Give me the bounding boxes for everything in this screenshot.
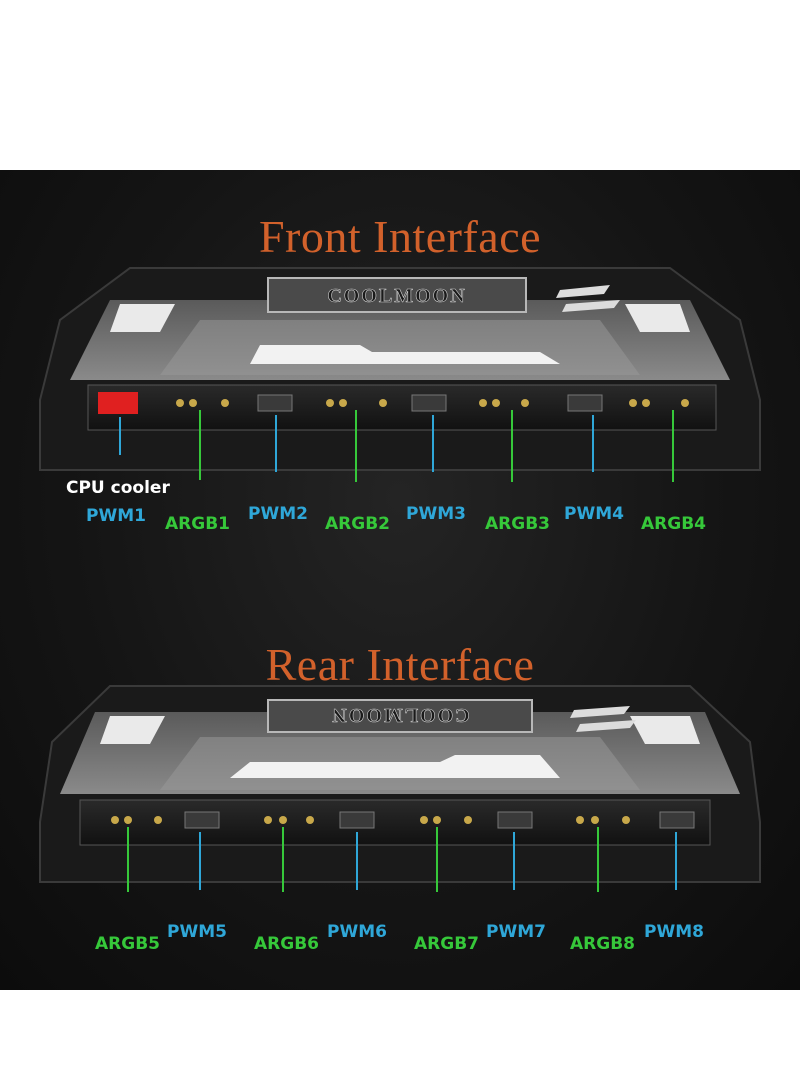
- argb4-label: ARGB4: [641, 514, 706, 534]
- pwm2-label: PWM2: [248, 504, 308, 524]
- front-interface-title: Front Interface: [258, 211, 542, 262]
- rear-brand-text: COOLMOON: [330, 704, 469, 726]
- argb1-label: ARGB1: [165, 514, 230, 534]
- front-brand-text: COOLMOON: [327, 285, 466, 307]
- pwm7-label: PWM7: [486, 922, 546, 942]
- pwm3-label: PWM3: [406, 504, 466, 524]
- argb7-label: ARGB7: [414, 934, 479, 954]
- argb6-label: ARGB6: [254, 934, 319, 954]
- rear-interface-title: Rear Interface: [265, 639, 535, 690]
- argb2-label: ARGB2: [325, 514, 390, 534]
- product-image-panel: Front Interface: [0, 170, 800, 990]
- argb3-label: ARGB3: [485, 514, 550, 534]
- argb8-label: ARGB8: [570, 934, 635, 954]
- pwm8-label: PWM8: [644, 922, 704, 942]
- pwm4-label: PWM4: [564, 504, 624, 524]
- argb5-label: ARGB5: [95, 934, 160, 954]
- pwm5-label: PWM5: [167, 922, 227, 942]
- pwm1-label: PWM1: [86, 506, 146, 526]
- cpu-cooler-label: CPU cooler: [66, 478, 170, 498]
- pwm6-label: PWM6: [327, 922, 387, 942]
- front-hub-device: COOLMOON: [0, 260, 800, 490]
- rear-hub-device: COOLMOON: [0, 682, 800, 892]
